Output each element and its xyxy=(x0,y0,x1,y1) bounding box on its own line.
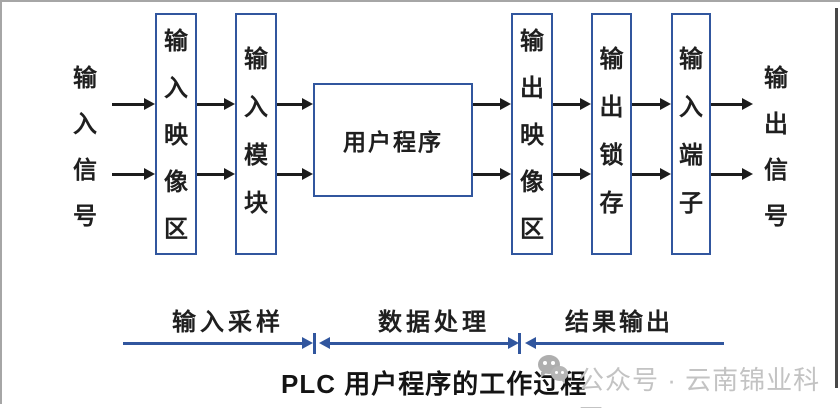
wechat-icon xyxy=(538,354,572,386)
output-signal-label: 输出信号 xyxy=(764,65,788,230)
watermark-text: 公众号 · 云南锦业科工 xyxy=(578,365,821,408)
timeline-divider xyxy=(313,333,316,354)
flow-arrow xyxy=(197,168,235,180)
input-module-box: 输入模块 xyxy=(235,13,277,255)
flow-arrow xyxy=(112,168,155,180)
output-latch-box: 输出锁存 xyxy=(591,13,632,255)
flow-arrow xyxy=(197,98,235,110)
flow-arrow xyxy=(632,98,671,110)
phase-processing-label: 数据处理 xyxy=(378,309,490,336)
flow-arrow xyxy=(711,168,753,180)
flow-arrow xyxy=(277,98,313,110)
wechat-bubble-eye xyxy=(551,361,555,365)
user-program-label: 用户程序 xyxy=(343,129,443,155)
diagram-caption: PLC 用户程序的工作过程 xyxy=(281,369,588,399)
top-edge-line xyxy=(0,0,840,2)
input-image-label: 输入映像区 xyxy=(164,28,188,243)
input-terminal-box: 输入端子 xyxy=(671,13,711,255)
timeline-segment-processing xyxy=(319,337,519,349)
left-edge-line xyxy=(0,0,2,404)
output-latch-label: 输出锁存 xyxy=(599,46,624,217)
flow-arrow xyxy=(711,98,753,110)
phase-sampling-label: 输入采样 xyxy=(172,309,284,336)
wechat-bubble-eye xyxy=(561,371,564,374)
output-image-label: 输出映像区 xyxy=(520,28,544,243)
flow-arrow xyxy=(553,98,591,110)
flow-arrow xyxy=(632,168,671,180)
input-signal-label: 输入信号 xyxy=(73,65,97,230)
wechat-bubble-eye xyxy=(543,361,547,365)
user-program-box: 用户程序 xyxy=(313,83,473,197)
flow-arrow xyxy=(473,168,511,180)
timeline-segment-sampling xyxy=(123,337,313,349)
right-edge-line xyxy=(835,8,838,388)
flow-arrow xyxy=(277,168,313,180)
input-image-box: 输入映像区 xyxy=(155,13,197,255)
flow-arrow xyxy=(553,168,591,180)
input-module-label: 输入模块 xyxy=(244,46,268,217)
wechat-bubble-eye xyxy=(555,371,558,374)
wechat-bubble-small xyxy=(551,366,568,384)
output-image-box: 输出映像区 xyxy=(511,13,553,255)
input-terminal-label: 输入端子 xyxy=(679,46,703,217)
phase-output-label: 结果输出 xyxy=(565,309,673,336)
timeline-divider xyxy=(518,333,521,354)
timeline-segment-output xyxy=(525,337,724,349)
flow-arrow xyxy=(473,98,511,110)
flow-arrow xyxy=(112,98,155,110)
